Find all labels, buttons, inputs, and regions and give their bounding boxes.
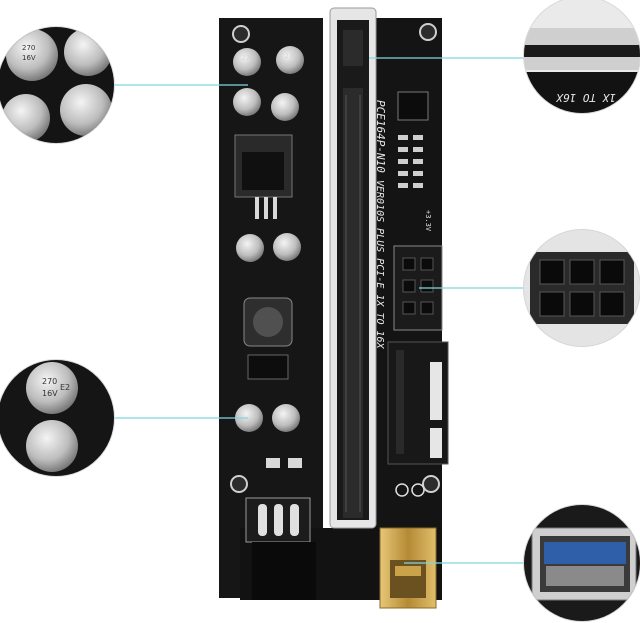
cap-volt-top: 16V bbox=[22, 54, 36, 62]
callout-slot: 1X TO 16X bbox=[523, 0, 640, 114]
led-12v bbox=[288, 458, 302, 468]
board-version-label: VER010S PLUS PCI-E 1X TO 16X bbox=[374, 180, 385, 350]
voltage-regulator bbox=[234, 134, 293, 219]
sata-connector bbox=[387, 341, 449, 465]
usb-port bbox=[379, 527, 437, 609]
led-pwr bbox=[266, 458, 280, 468]
callout-capacitors-top: 270 16V bbox=[0, 26, 115, 144]
leader-lines bbox=[114, 57, 524, 564]
capacitors-top: 270 270 bbox=[233, 46, 304, 121]
capacitors-middle bbox=[236, 233, 301, 262]
power-pins bbox=[539, 259, 625, 317]
smd-components bbox=[398, 135, 423, 188]
callout-power-connector bbox=[523, 229, 640, 347]
callout-capacitors-bottom: 270 16V E2 bbox=[0, 359, 115, 477]
cap-code-bottom: E2 bbox=[60, 383, 70, 392]
capacitors-bottom bbox=[235, 404, 300, 432]
riser-board: 270 270 bbox=[219, 7, 449, 609]
svg-text:270: 270 bbox=[242, 55, 254, 62]
cap-volt-bottom: 16V bbox=[42, 389, 58, 398]
mounting-holes bbox=[230, 23, 440, 493]
rail-label: +3.3V bbox=[424, 210, 432, 232]
svg-text:270: 270 bbox=[285, 53, 297, 60]
cap-value-bottom: 270 bbox=[42, 377, 57, 386]
ic-chip bbox=[247, 354, 289, 380]
molex-connector bbox=[245, 497, 311, 543]
callout-usb-port bbox=[523, 504, 640, 622]
slot-closeup-label: 1X TO 16X bbox=[555, 91, 616, 104]
board-model-label: PCE164P-N10 bbox=[374, 100, 387, 173]
cap-value-top: 270 bbox=[22, 44, 35, 52]
usb-tongue bbox=[544, 542, 626, 564]
